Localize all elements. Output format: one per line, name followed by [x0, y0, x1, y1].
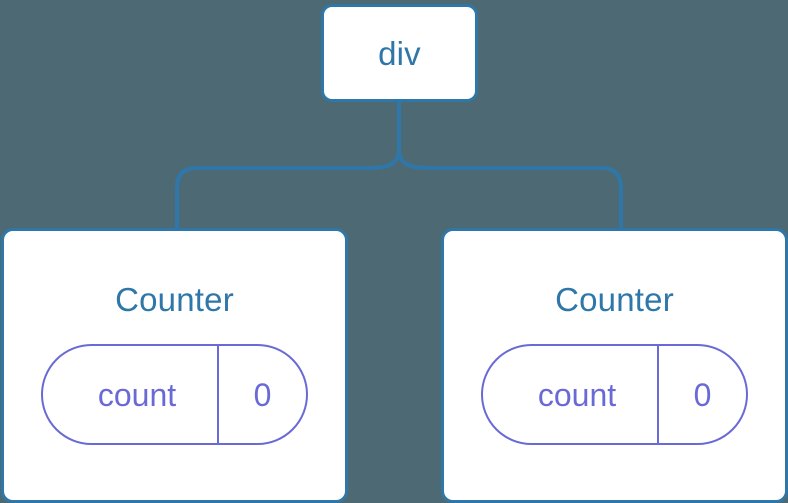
state-key-label: count [97, 376, 177, 413]
state-value-label: 0 [693, 376, 712, 413]
state-pill[interactable]: count 0 [481, 344, 748, 445]
node-component-counter-0[interactable]: Counter count 0 [1, 228, 348, 503]
connector-branch-right [397, 149, 623, 228]
node-root-div[interactable]: div [321, 4, 478, 102]
state-pill[interactable]: count 0 [41, 344, 308, 445]
root-node-label: div [378, 34, 421, 72]
connector-branch-left [175, 149, 401, 228]
state-pill-divider [217, 346, 219, 443]
node-component-counter-1[interactable]: Counter count 0 [441, 228, 788, 503]
state-key-label: count [537, 376, 617, 413]
state-value-label: 0 [253, 376, 272, 413]
component-title: Counter [555, 281, 674, 318]
component-title: Counter [115, 281, 234, 318]
state-pill-divider [657, 346, 659, 443]
